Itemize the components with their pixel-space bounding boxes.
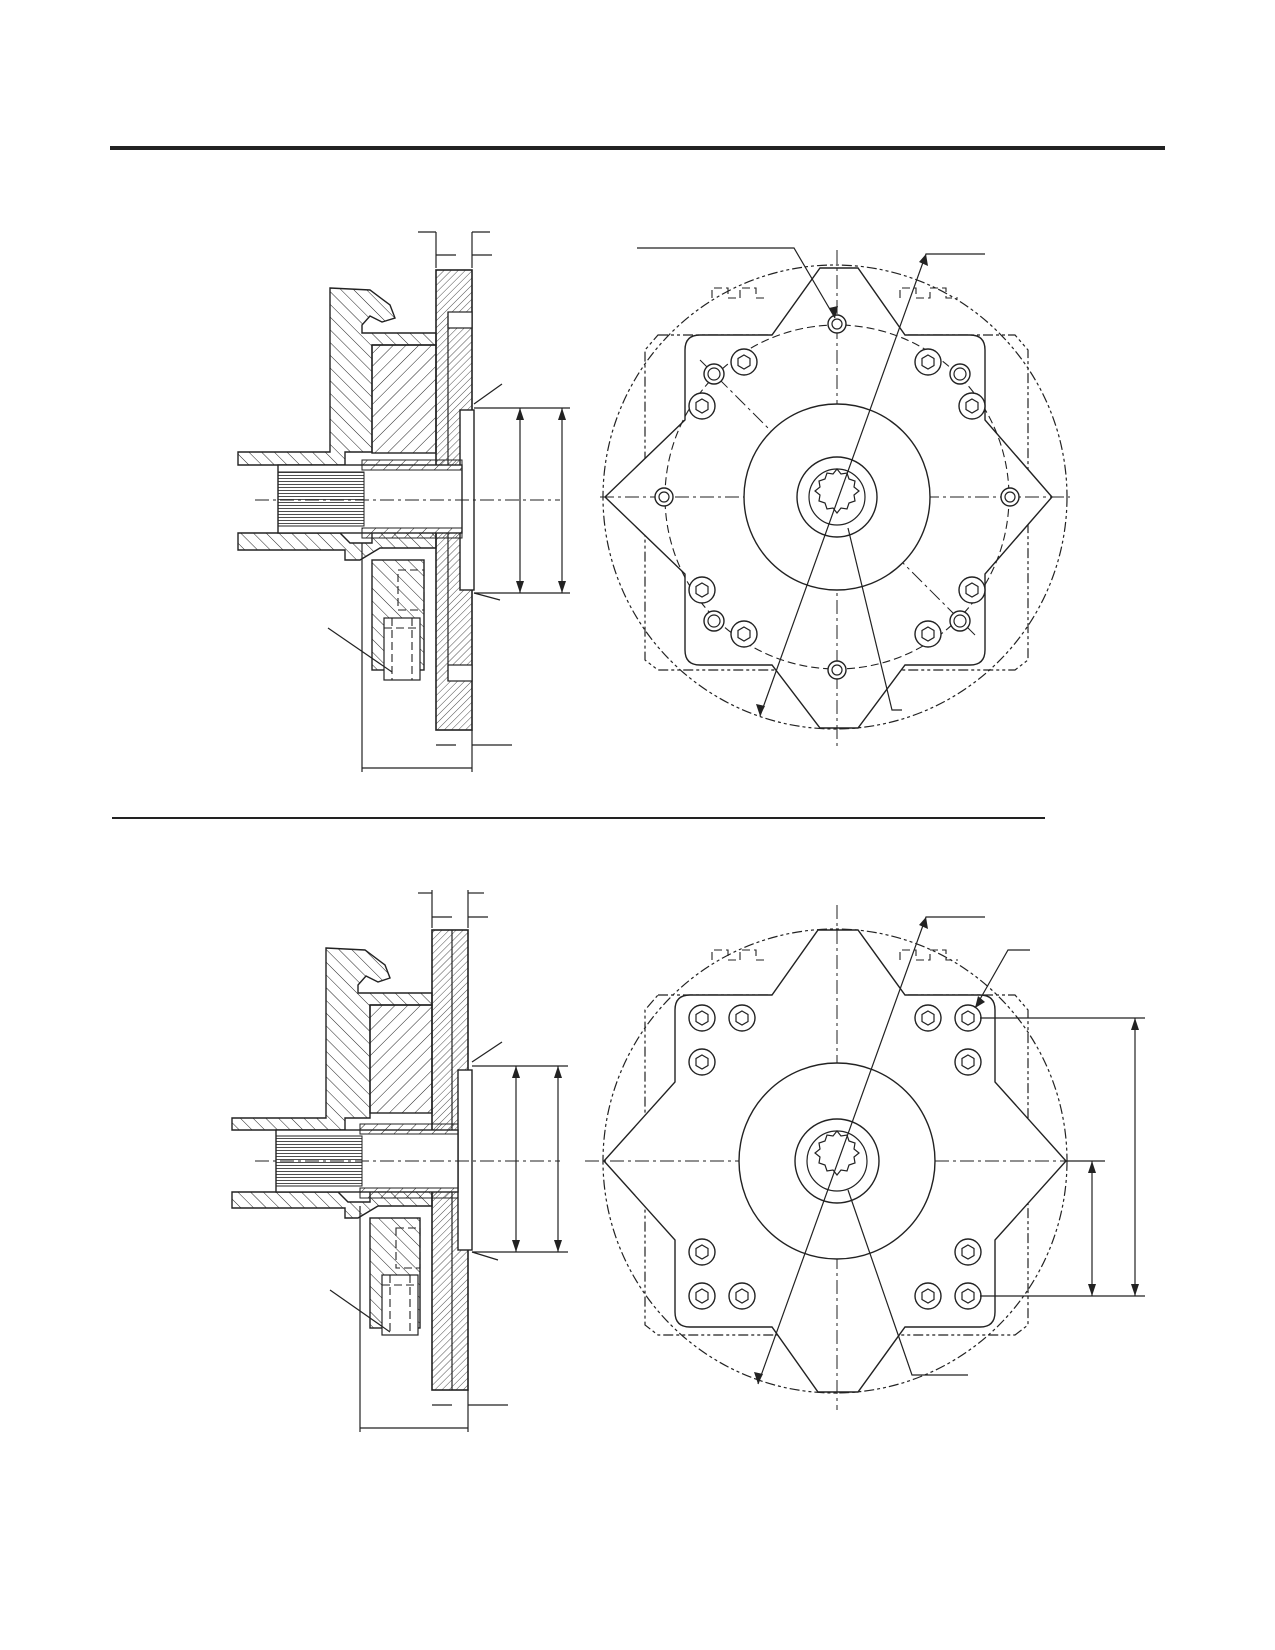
- top-front-view: [600, 247, 1070, 748]
- top-through-holes: [654, 314, 1020, 680]
- top-spline-bore: [808, 468, 866, 526]
- bottom-cap-screws: [688, 1004, 982, 1310]
- top-section-view: [237, 231, 570, 772]
- bottom-section-view: [231, 890, 568, 1432]
- bottom-pilot-boss: [457, 1069, 473, 1251]
- top-cap-screws: [688, 348, 986, 648]
- top-bearing-block: [371, 344, 437, 454]
- bottom-bearing-block: [369, 1004, 433, 1114]
- bottom-front-view: [585, 905, 1145, 1410]
- bottom-spline-bore: [806, 1130, 868, 1192]
